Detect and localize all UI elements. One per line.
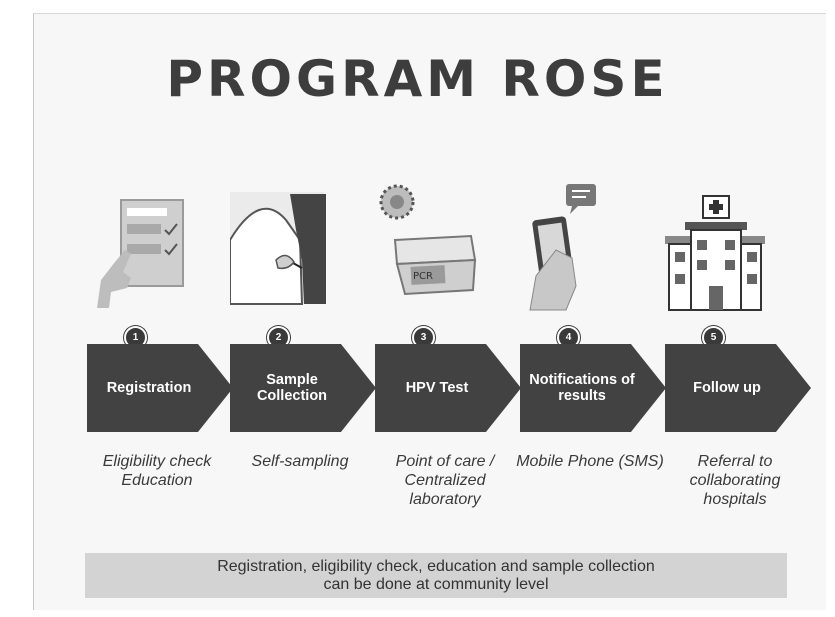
- step-description: Mobile Phone (SMS): [516, 453, 664, 470]
- step-description: Referral to collaborating hospitals: [689, 453, 781, 508]
- step-chevron: [520, 344, 666, 432]
- step-label: Notifications of results: [529, 372, 635, 404]
- footer-note: Registration, eligibility check, educati…: [85, 553, 787, 598]
- step-label: HPV Test: [405, 380, 469, 396]
- mobile-phone-illustration: [529, 184, 596, 311]
- step-chevron: [375, 344, 521, 432]
- page-title: PROGRAM ROSE: [166, 50, 669, 108]
- footer-line-1: Registration, eligibility check, educati…: [217, 558, 655, 575]
- step-description: Point of care / Centralized laboratory: [395, 453, 495, 508]
- infographic-frame: [33, 13, 826, 610]
- step-description: Self-sampling: [251, 453, 349, 470]
- step-chevron: [87, 344, 233, 432]
- registration-illustration: [97, 199, 184, 308]
- step-chevron: [665, 344, 811, 432]
- pcr-label: PCR: [413, 271, 433, 282]
- pcr-machine-illustration: PCR: [379, 184, 477, 296]
- step-chevron: [230, 344, 376, 432]
- step-label: Follow up: [693, 380, 761, 396]
- hospital-illustration: [665, 195, 765, 311]
- step-label: Sample Collection: [256, 372, 328, 404]
- step-description: Eligibility check Education: [102, 453, 212, 489]
- step-label: Registration: [106, 380, 192, 396]
- sample-collection-illustration: [230, 192, 326, 305]
- footer-line-2: can be done at community level: [323, 576, 549, 593]
